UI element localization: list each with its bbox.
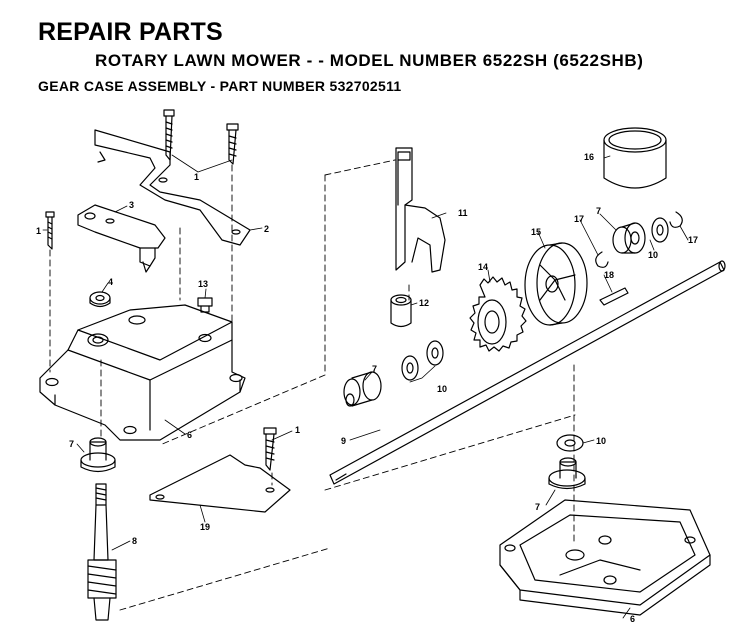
assembly-title: GEAR CASE ASSEMBLY - PART NUMBER 5327025… bbox=[38, 78, 402, 94]
key-part-18 bbox=[599, 287, 629, 306]
callout-16: 16 bbox=[584, 152, 594, 162]
washer-part-10-b bbox=[426, 340, 444, 366]
callout-7-left: 7 bbox=[69, 439, 74, 449]
collar-part-12 bbox=[390, 294, 412, 328]
callout-6-upper: 6 bbox=[187, 430, 192, 440]
callout-7-right: 7 bbox=[596, 206, 601, 216]
dashed-guides bbox=[49, 159, 576, 611]
lower-housing-part-6 bbox=[499, 499, 711, 616]
bushing-part-7-right bbox=[612, 222, 646, 254]
plate-part-19 bbox=[149, 454, 291, 513]
bracket-part-2 bbox=[94, 129, 251, 246]
shift-fork-part-11 bbox=[395, 147, 446, 273]
leader-lines bbox=[42, 154, 689, 619]
bolt-part-1-left bbox=[45, 211, 55, 250]
clip-part-17-b bbox=[669, 211, 683, 228]
callout-12: 12 bbox=[419, 298, 429, 308]
bushing-part-7-left bbox=[80, 437, 116, 473]
bushing-part-16 bbox=[603, 127, 667, 189]
bolt-part-1-top-b bbox=[226, 123, 239, 165]
callout-18: 18 bbox=[604, 270, 614, 280]
callout-1-lower: 1 bbox=[295, 425, 300, 435]
clutch-part-15 bbox=[524, 242, 588, 326]
worm-shaft-part-8 bbox=[87, 483, 117, 621]
shaft-part-9 bbox=[329, 260, 726, 485]
page-title: REPAIR PARTS bbox=[38, 18, 223, 46]
callout-15: 15 bbox=[531, 227, 541, 237]
bolt-part-1-lower bbox=[263, 427, 277, 471]
callout-8: 8 bbox=[132, 536, 137, 546]
lever-part-3 bbox=[77, 204, 166, 273]
callout-13: 13 bbox=[198, 279, 208, 289]
callout-10-lower: 10 bbox=[596, 436, 606, 446]
upper-housing-part-6 bbox=[39, 304, 246, 441]
callout-14: 14 bbox=[478, 262, 488, 272]
callout-1-left: 1 bbox=[36, 226, 41, 236]
callout-17-left: 17 bbox=[574, 214, 584, 224]
callout-10-shaft: 10 bbox=[437, 384, 447, 394]
callout-10-right: 10 bbox=[648, 250, 658, 260]
bolt-part-1-top-a bbox=[163, 109, 175, 161]
washer-part-10-a bbox=[401, 355, 419, 381]
model-subtitle: ROTARY LAWN MOWER - - MODEL NUMBER 6522S… bbox=[95, 51, 644, 70]
callout-7-lower: 7 bbox=[535, 502, 540, 512]
clip-part-17-a bbox=[595, 251, 609, 268]
callout-19: 19 bbox=[200, 522, 210, 532]
washer-part-10-c bbox=[651, 217, 669, 243]
callout-17-right: 17 bbox=[688, 235, 698, 245]
callout-2: 2 bbox=[264, 224, 269, 234]
gear-part-14 bbox=[469, 276, 527, 352]
callout-11: 11 bbox=[458, 208, 468, 218]
callout-7-shaft: 7 bbox=[372, 364, 377, 374]
callout-1-top: 1 bbox=[194, 172, 199, 182]
bushing-part-7-shaft bbox=[343, 371, 382, 407]
bushing-part-7-lower bbox=[548, 457, 586, 490]
callout-4: 4 bbox=[108, 277, 113, 287]
washer-part-10-d bbox=[556, 434, 584, 452]
callout-6-lower: 6 bbox=[630, 614, 635, 624]
washer-part-4 bbox=[89, 291, 111, 308]
callout-3: 3 bbox=[129, 200, 134, 210]
callout-9: 9 bbox=[341, 436, 346, 446]
